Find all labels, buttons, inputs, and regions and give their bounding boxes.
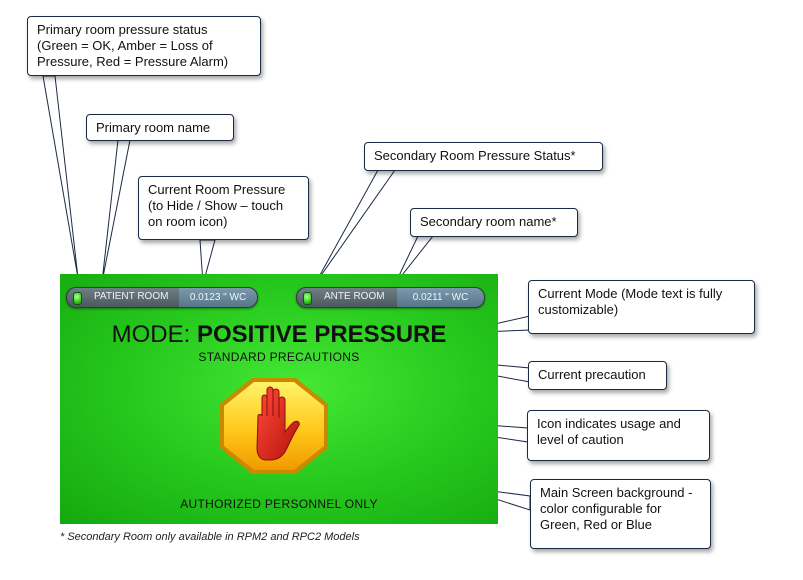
callout-primary-name: Primary room name [86,114,234,141]
primary-room-name: PATIENT ROOM [94,291,169,302]
callout-background: Main Screen background - color configura… [530,479,711,549]
leader-primary-status [42,75,79,279]
primary-room-button[interactable]: PATIENT ROOM 0.0123 " WC [66,287,258,308]
precaution-text: STANDARD PRECAUTIONS [198,350,360,364]
footnote: * Secondary Room only available in RPM2 … [60,531,360,543]
stop-hand-icon [220,378,328,474]
mode-prefix: MODE: [111,321,191,348]
secondary-status-led [303,292,312,305]
callout-icon-usage: Icon indicates usage and level of cautio… [527,410,710,461]
callout-current-precaution: Current precaution [528,361,667,390]
secondary-room-pressure: 0.0211 " WC [397,288,484,307]
secondary-room-name: ANTE ROOM [324,291,385,302]
callout-current-mode: Current Mode (Mode text is fully customi… [528,280,755,334]
callout-current-pressure: Current Room Pressure (to Hide / Show – … [138,176,309,240]
authorized-personnel-text: AUTHORIZED PERSONNEL ONLY [180,497,378,511]
main-screen: PATIENT ROOM 0.0123 " WC ANTE ROOM 0.021… [60,274,498,524]
callout-secondary-status: Secondary Room Pressure Status* [364,142,603,171]
mode-display: MODE: POSITIVE PRESSURE [60,321,498,349]
primary-status-led [73,292,82,305]
callout-primary-status: Primary room pressure status (Green = OK… [27,16,261,76]
callout-secondary-name: Secondary room name* [410,208,578,237]
secondary-room-button[interactable]: ANTE ROOM 0.0211 " WC [296,287,485,308]
mode-value: POSITIVE PRESSURE [196,321,447,348]
leader-secondary-status [314,169,396,285]
leader-primary-name [101,139,131,283]
primary-room-pressure: 0.0123 " WC [179,288,257,307]
